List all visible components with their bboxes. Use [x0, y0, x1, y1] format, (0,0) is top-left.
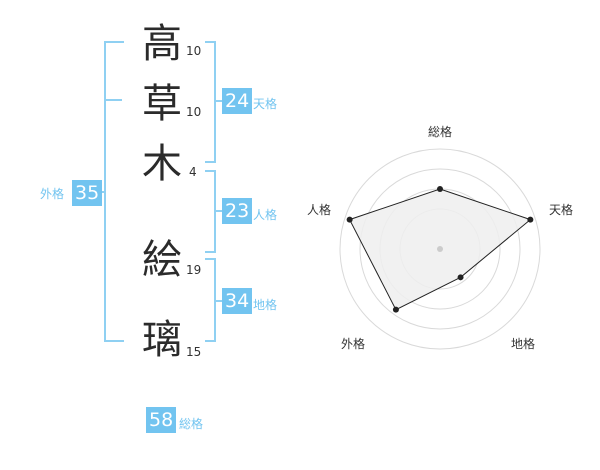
tenkaku-connector: [214, 100, 222, 102]
radar-point-5: [346, 216, 353, 223]
radar-ring-1: [339, 148, 541, 350]
radar-points: [346, 186, 534, 313]
gaikaku-badge: 35: [72, 180, 103, 206]
name-char-5: 璃: [142, 317, 182, 363]
radar-point-2: [527, 216, 534, 223]
radar-label-tenkaku: 天格: [549, 203, 574, 217]
stroke-count-3: 4: [189, 165, 197, 179]
tenkaku-badge: 24: [222, 88, 253, 114]
tenkaku-bracket: [205, 41, 216, 163]
soukaku-label: 総格: [179, 417, 204, 431]
soukaku-badge: 58: [146, 407, 177, 433]
stroke-count-2: 10: [186, 105, 202, 119]
name-char-1: 高: [142, 21, 182, 67]
radar-center-dot: [437, 246, 443, 252]
tenkaku-label: 天格: [253, 97, 278, 111]
radar-label-soukaku: 総格: [428, 125, 453, 139]
radar-point-4: [392, 306, 399, 313]
jinkaku-label: 人格: [253, 208, 278, 222]
stroke-count-1: 10: [186, 44, 202, 58]
name-char-4: 絵: [142, 237, 182, 283]
gaikaku-bracket: [104, 41, 124, 342]
jinkaku-connector: [214, 210, 222, 212]
radar-label-chikaku: 地格: [511, 337, 536, 351]
radar-point-3: [457, 274, 464, 281]
chikaku-badge: 34: [222, 288, 253, 314]
jinkaku-badge: 23: [222, 198, 253, 224]
name-char-3: 木: [142, 141, 182, 187]
radar-ring-2: [359, 168, 521, 330]
stroke-count-4: 19: [186, 263, 202, 277]
radar-label-jinkaku: 人格: [307, 203, 332, 217]
chikaku-connector: [214, 300, 222, 302]
fortune-radar-chart: [339, 148, 541, 350]
name-char-2: 草: [142, 81, 182, 127]
chikaku-label: 地格: [253, 298, 278, 312]
radar-label-gaikaku: 外格: [341, 337, 366, 351]
radar-point-1: [437, 186, 443, 192]
gaikaku-bracket-tick: [104, 99, 122, 101]
gaikaku-label: 外格: [40, 187, 65, 201]
stroke-count-5: 15: [186, 345, 202, 359]
